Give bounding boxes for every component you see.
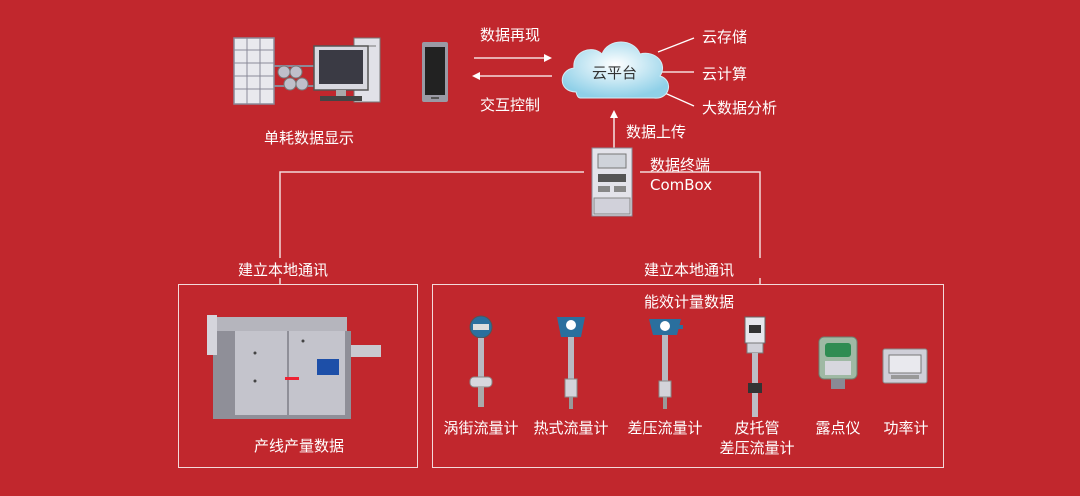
terminal-label-line1: 数据终端 [650,156,711,174]
pitot-tube-icon [744,316,766,417]
dp-flowmeter-label: 差压流量计 [627,419,703,437]
interactive-control-label: 交互控制 [480,96,541,114]
big-data-label: 大数据分析 [702,99,778,117]
cloud-icon [561,41,669,99]
thermal-flowmeter-icon [557,317,585,409]
terminal-label-line2: ComBox [650,176,713,194]
pc-label: 单耗数据显示 [263,129,354,147]
cloud-platform-label: 云平台 [592,64,638,82]
cloud-compute-label: 云计算 [702,65,748,83]
production-line-box: 产线产量数据 [178,284,418,468]
pitot-tube-label-line2: 差压流量计 [719,439,795,457]
vortex-flowmeter-icon [469,315,493,407]
dew-point-meter-icon [818,336,858,389]
production-machine-illustration [207,315,381,419]
production-data-label: 产线产量数据 [253,437,344,455]
data-replay-label: 数据再现 [480,26,541,44]
power-meter-label: 功率计 [883,419,929,437]
pc-server-illustration [233,36,384,108]
energy-metering-box: 能效计量数据 [432,284,944,468]
vortex-flowmeter-label: 涡街流量计 [443,419,519,437]
combox-terminal-icon [591,147,633,217]
power-meter-icon [882,348,928,384]
dp-flowmeter-icon [649,319,683,409]
pitot-tube-label: 皮托管 [734,419,780,437]
right-comm-label: 建立本地通讯 [644,261,735,279]
cloud-storage-label: 云存储 [702,28,748,46]
energy-metering-title: 能效计量数据 [643,293,734,311]
dew-point-meter-label: 露点仪 [815,419,861,437]
smartphone-icon [422,42,448,102]
left-comm-label: 建立本地通讯 [238,261,329,279]
data-upload-label: 数据上传 [626,123,687,141]
thermal-flowmeter-label: 热式流量计 [533,419,609,437]
